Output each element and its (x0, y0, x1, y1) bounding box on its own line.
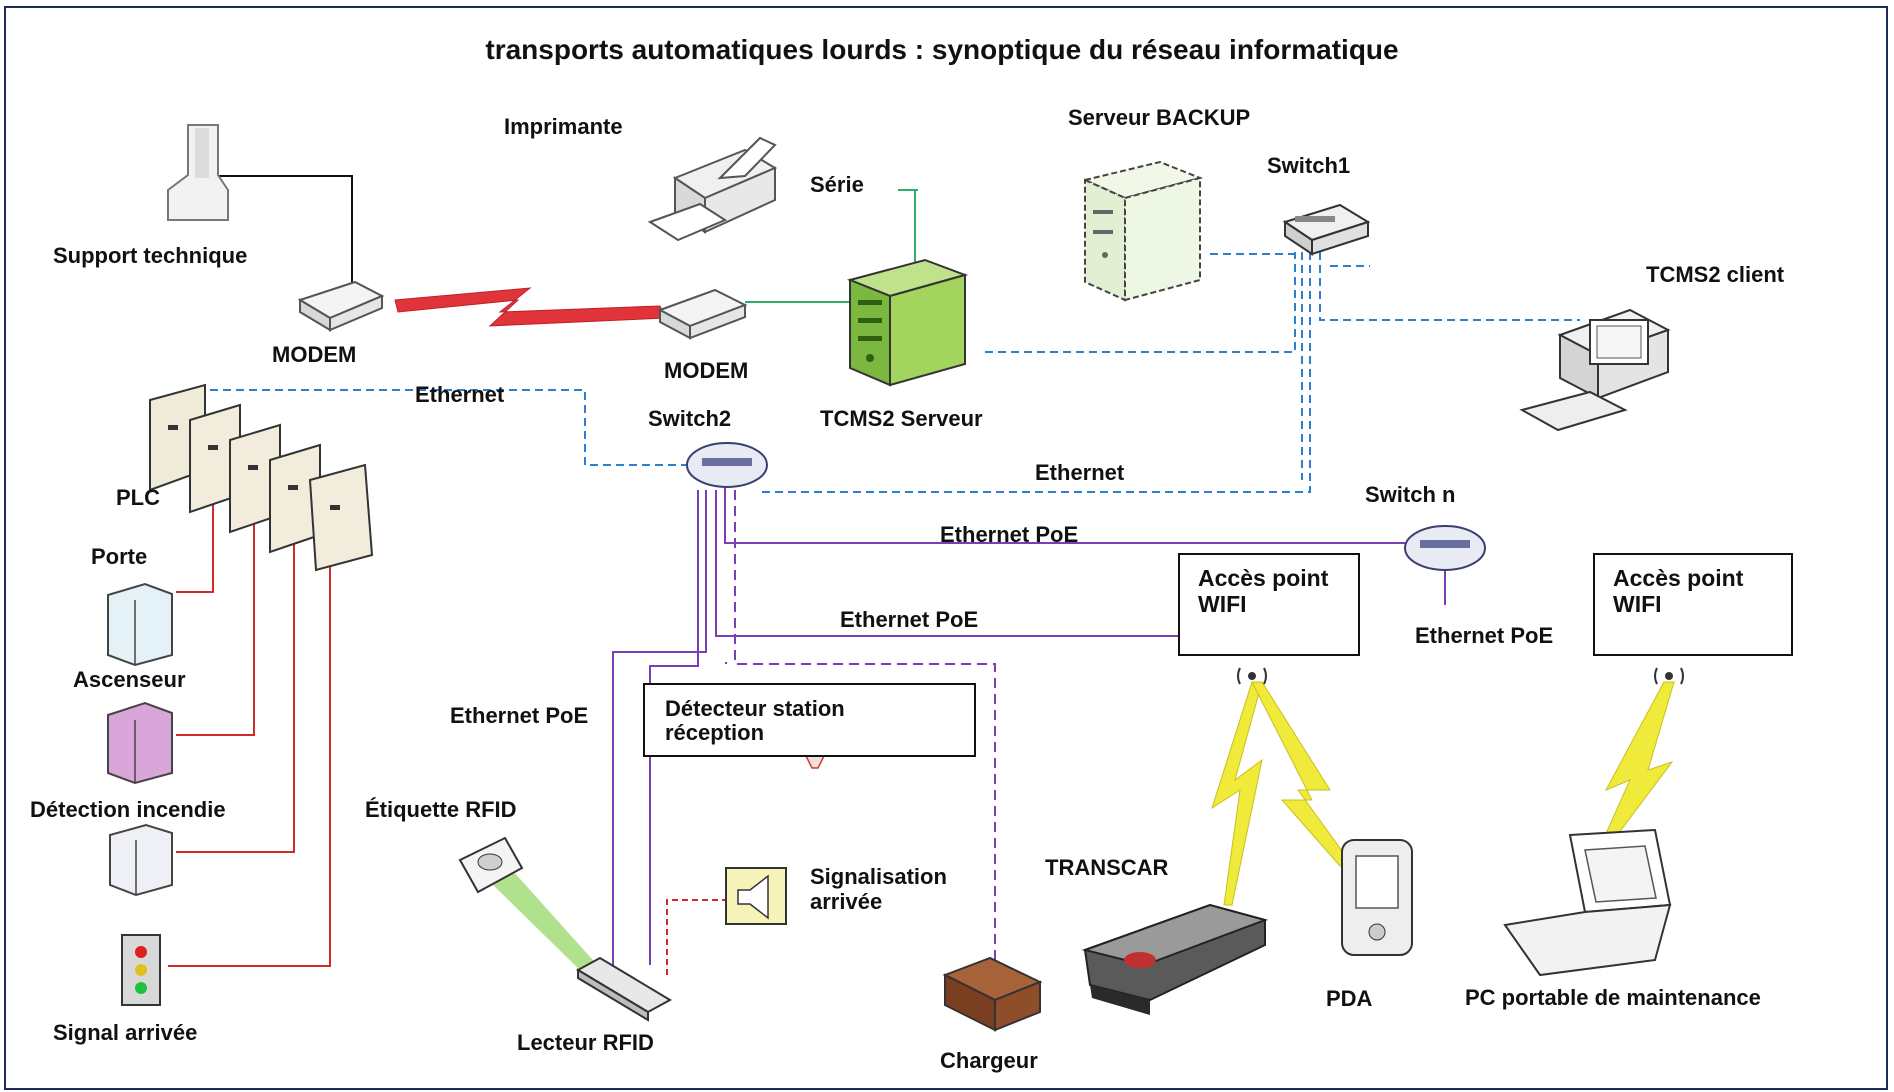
devices (107, 124, 1684, 1032)
rfid-beam (488, 870, 600, 975)
label-modem-right: MODEM (664, 358, 749, 383)
rfid-reader-icon (575, 956, 673, 1022)
label-imprimante: Imprimante (504, 114, 623, 139)
label-tcms2-serveur: TCMS2 Serveur (820, 406, 983, 431)
server-icon (1081, 160, 1204, 302)
cabinet-icon (107, 582, 173, 667)
support-tower-icon (167, 124, 229, 221)
wifi-antenna-icon (1237, 667, 1267, 685)
eth-switch1-switch2 (760, 252, 1311, 493)
poe-switch2-lecteur-b (649, 490, 699, 965)
label-detecteur-station: Détecteur station réception (665, 696, 845, 746)
label-signal-arrivee: Signal arrivée (53, 1020, 198, 1045)
laptop-icon (1503, 828, 1672, 977)
switch-icon (1282, 203, 1371, 256)
switch-icon (686, 442, 768, 488)
label-switch-n: Switch n (1365, 482, 1456, 507)
cabinet-icon (107, 701, 173, 785)
desktop-computer-icon (1519, 308, 1671, 432)
label-pc-portable: PC portable de maintenance (1465, 985, 1761, 1010)
modem-icon (657, 288, 748, 340)
charger-icon (942, 956, 1043, 1032)
label-switch1: Switch1 (1267, 153, 1351, 178)
printer-icon (647, 136, 778, 242)
switch-icon (1404, 525, 1486, 571)
cabinet-icon (109, 823, 173, 897)
speaker-icon (725, 867, 787, 925)
wifi-antenna-icon (1654, 667, 1684, 685)
lightning-bolt-icon (1211, 681, 1263, 906)
box-detecteur-station: Détecteur station réception (643, 683, 976, 757)
label-ethernet-1: Ethernet (415, 382, 505, 407)
label-ethernet-2: Ethernet (1035, 460, 1125, 485)
sig-incendie (176, 518, 295, 853)
pda-icon (1341, 839, 1413, 956)
modem-link-zigzag (394, 287, 666, 327)
box-access-point-wifi-2: Accès point WIFI (1593, 553, 1793, 656)
label-support-technique: Support technique (53, 243, 248, 268)
eth-switch1-client (1319, 252, 1580, 321)
label-tcms2-client: TCMS2 client (1646, 262, 1785, 287)
label-ascenseur: Ascenseur (73, 667, 186, 692)
label-etiquette-rfid: Étiquette RFID (365, 797, 517, 822)
label-ethernet-poe-3: Ethernet PoE (1415, 623, 1554, 648)
sig-lecteur-signalisation (666, 899, 726, 975)
detector-icon (804, 755, 826, 769)
label-chargeur: Chargeur (940, 1048, 1038, 1073)
server-icon (846, 258, 969, 387)
lightning-bolt-icon (1251, 681, 1351, 867)
poe-switch2-switchn (724, 488, 1405, 544)
plc-rack-icon (149, 383, 374, 572)
label-serie: Série (810, 172, 864, 197)
poe-switch2-lecteur (612, 490, 707, 970)
eth-plc-switch2 (210, 389, 690, 466)
label-access-point-wifi-1: Accès point WIFI (1198, 565, 1329, 618)
label-porte: Porte (91, 544, 148, 569)
poe-switch2-ap1 (715, 490, 1180, 637)
label-signalisation-arrivee: Signalisation arrivée (810, 864, 947, 915)
label-detection-incendie: Détection incendie (30, 797, 226, 822)
sig-porte (176, 480, 214, 593)
sig-signal (168, 540, 331, 967)
label-switch2: Switch2 (648, 406, 732, 431)
label-ethernet-poe-2: Ethernet PoE (840, 607, 979, 632)
label-lecteur-rfid: Lecteur RFID (517, 1030, 654, 1055)
label-pda: PDA (1326, 986, 1373, 1011)
connections (168, 175, 1675, 975)
box-access-point-wifi-1: Accès point WIFI (1178, 553, 1360, 656)
label-ethernet-poe-4: Ethernet PoE (450, 703, 589, 728)
modem-icon (297, 280, 385, 332)
label-serveur-backup: Serveur BACKUP (1068, 105, 1251, 130)
traffic-light-icon (121, 934, 161, 1006)
diagram-title: transports automatiques lourds : synopti… (485, 34, 1399, 65)
label-modem-left: MODEM (272, 342, 357, 367)
label-transcar: TRANSCAR (1045, 855, 1169, 880)
label-access-point-wifi-2: Accès point WIFI (1613, 565, 1744, 618)
lightning-bolt-icon (1603, 681, 1675, 843)
sig-ascenseur (176, 498, 255, 736)
label-ethernet-poe-1: Ethernet PoE (940, 522, 1079, 547)
poe-chargeur (734, 490, 996, 975)
transcar-vehicle-icon (1081, 903, 1269, 1015)
rfid-tag-icon (458, 836, 524, 894)
support-link (215, 175, 353, 290)
diagram-frame (4, 6, 1888, 1090)
label-plc: PLC (116, 485, 160, 510)
